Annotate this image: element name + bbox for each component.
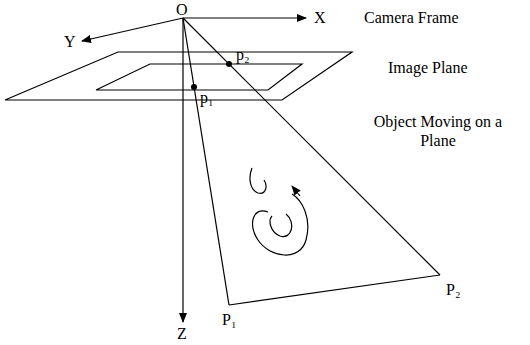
- point-p2: [226, 61, 232, 67]
- axis-label: X: [314, 8, 326, 27]
- plane-label: Image Plane: [388, 58, 468, 77]
- object-note: Object Moving on a Plane: [368, 112, 508, 150]
- frame-title: Camera Frame: [364, 8, 459, 27]
- ray-2: [183, 18, 440, 275]
- point-p1: [191, 84, 197, 90]
- object-plane-edge: [229, 275, 440, 305]
- ray-1: [183, 18, 229, 305]
- origin-label: O: [176, 0, 188, 19]
- image-plane: [5, 52, 352, 100]
- motion-arrow: [292, 186, 300, 196]
- z-axis-over-plane: [182, 52, 183, 100]
- point-label: p₁: [200, 88, 214, 107]
- z-axis: [182, 18, 183, 322]
- corner-label: P₂: [446, 280, 460, 299]
- corner-label: P₁: [222, 310, 236, 329]
- object-path-hook: [250, 168, 266, 193]
- point-label: p₂: [236, 45, 250, 64]
- image-region: [96, 64, 302, 90]
- object-path-curl: [253, 194, 308, 255]
- y-axis: [82, 18, 183, 41]
- axis-label: Z: [177, 324, 187, 343]
- axis-label: Y: [64, 32, 76, 51]
- x-axis: [183, 17, 306, 18]
